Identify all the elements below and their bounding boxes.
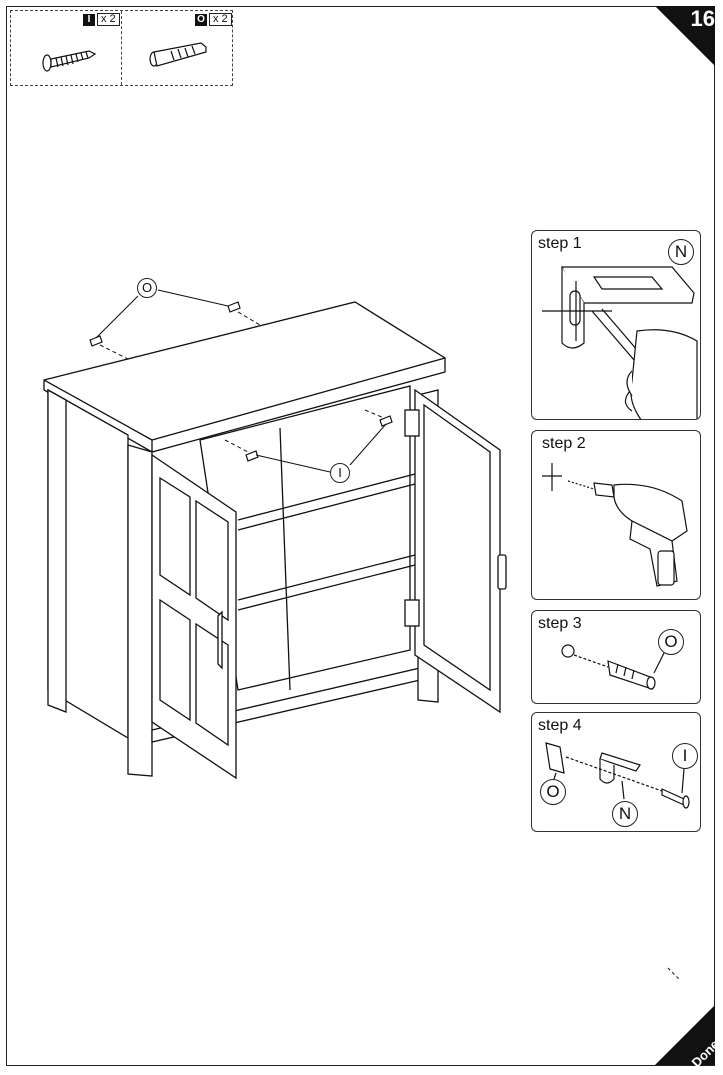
cabinet-top	[43, 301, 446, 453]
front-left-leg	[127, 444, 153, 777]
part-o-quantity: O x 2	[195, 13, 232, 26]
step-4-panel: step 4 O N I	[531, 712, 701, 832]
callout-o-main: O	[137, 278, 157, 298]
page-number: 16	[690, 6, 715, 31]
part-i-quantity: I x 2	[83, 13, 120, 26]
wall-anchor-right	[227, 301, 241, 313]
cut-mark	[667, 967, 681, 981]
part-i-letter: I	[83, 13, 95, 26]
step-3-callout-o: O	[658, 629, 684, 655]
parts-list: I x 2 O x 2	[10, 10, 233, 86]
screw-left	[245, 450, 259, 462]
drill-drawing	[542, 463, 688, 587]
step-2-label: step 2	[542, 435, 586, 452]
callout-i-main: I	[330, 463, 350, 483]
left-door-handle	[217, 610, 223, 670]
screw-right	[379, 415, 393, 427]
parts-divider	[121, 11, 122, 85]
step-4-callout-i: I	[672, 743, 698, 769]
step-4-label: step 4	[538, 717, 582, 734]
bracket-marking-drawing	[542, 266, 698, 419]
screw-icon	[42, 50, 97, 72]
step-3-panel: step 3 O	[531, 610, 701, 704]
anchor-insert-drawing	[561, 644, 665, 690]
step-1-callout-n: N	[668, 239, 694, 265]
step-4-callout-o: O	[540, 779, 566, 805]
page-frame	[6, 6, 715, 1066]
part-i-count: x 2	[97, 13, 120, 26]
done-tab	[655, 1005, 715, 1065]
right-door-handle	[497, 554, 507, 590]
step-2-panel: step 2	[531, 430, 701, 600]
step-1-label: step 1	[538, 235, 582, 252]
step-3-label: step 3	[538, 615, 582, 632]
part-o-count: x 2	[209, 13, 232, 26]
part-o-letter: O	[195, 13, 207, 26]
bracket-mount-drawing	[545, 742, 690, 809]
step-1-panel: step 1 N	[531, 230, 701, 420]
step-4-callout-n: N	[612, 801, 638, 827]
page-number-tab	[655, 6, 715, 66]
parts-drawings	[42, 42, 207, 72]
wall-anchor-icon	[149, 42, 207, 67]
